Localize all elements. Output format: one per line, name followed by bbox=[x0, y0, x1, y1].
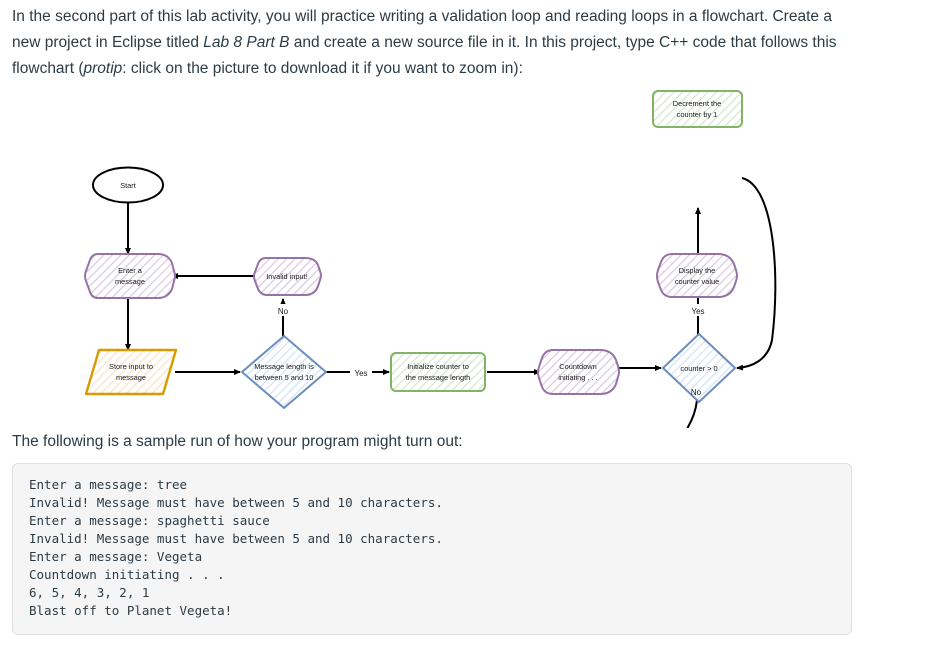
node-length-check-label-1: Message length is bbox=[254, 362, 314, 371]
node-display-counter-label-1: Display the bbox=[679, 266, 716, 275]
node-countdown-label-1: Countdown bbox=[559, 362, 596, 371]
node-display-counter[interactable]: Display the counter value bbox=[656, 253, 738, 298]
node-enter-message[interactable]: Enter a message bbox=[84, 253, 176, 299]
flowchart-image[interactable]: Start Enter a message Invalid input! Sto… bbox=[0, 78, 936, 428]
node-store-input-label-2: message bbox=[116, 373, 146, 382]
node-invalid-input-label: Invalid input! bbox=[266, 272, 308, 281]
output-line: Blast off to Planet Vegeta! bbox=[29, 603, 233, 618]
node-init-counter[interactable]: Initialize counter to the message length bbox=[390, 352, 486, 392]
node-decrement-counter[interactable]: Decrement the counter by 1 bbox=[652, 90, 743, 128]
node-invalid-input[interactable]: Invalid input! bbox=[253, 257, 322, 296]
node-length-check-label-2: between 5 and 10 bbox=[255, 373, 314, 382]
project-title-emphasis: Lab 8 Part B bbox=[203, 34, 290, 51]
edge-decrement-loop-back bbox=[736, 177, 777, 371]
output-line: Enter a message: tree bbox=[29, 477, 188, 492]
node-enter-message-label-1: Enter a bbox=[118, 266, 143, 275]
protip-emphasis: protip bbox=[83, 60, 123, 77]
output-line: Invalid! Message must have between 5 and… bbox=[29, 495, 443, 510]
node-store-input[interactable]: Store input to message bbox=[84, 348, 178, 396]
node-init-counter-label-2: the message length bbox=[406, 373, 471, 382]
edge-counter-no-to-blast bbox=[686, 399, 698, 428]
node-start-label: Start bbox=[120, 181, 136, 190]
node-counter-check[interactable]: counter > 0 bbox=[662, 333, 736, 403]
edge-label-no-invalid: No bbox=[278, 307, 289, 316]
intro-line-3b: : click on the picture to download it if… bbox=[122, 60, 523, 77]
edge-label-yes-counter: Yes bbox=[691, 307, 704, 316]
node-decrement-counter-label-2: counter by 1 bbox=[677, 110, 718, 119]
node-counter-check-label: counter > 0 bbox=[680, 364, 717, 373]
node-display-counter-label-2: counter value bbox=[675, 277, 719, 286]
intro-line-2a: a new project in Eclipse titled bbox=[12, 8, 832, 51]
output-line: 6, 5, 4, 3, 2, 1 bbox=[29, 585, 150, 600]
intro-line-2b: and create a new source file in it. In t… bbox=[289, 34, 809, 51]
node-countdown-label-2: initiating . . . bbox=[558, 373, 597, 382]
output-line: Enter a message: spaghetti sauce bbox=[29, 513, 270, 528]
node-enter-message-label-2: message bbox=[115, 277, 145, 286]
sample-output-block: Enter a message: tree Invalid! Message m… bbox=[12, 463, 852, 635]
node-store-input-label-1: Store input to bbox=[109, 362, 153, 371]
node-decrement-counter-label-1: Decrement the bbox=[673, 99, 721, 108]
node-length-check[interactable]: Message length is between 5 and 10 bbox=[241, 335, 327, 409]
node-countdown[interactable]: Countdown initiating . . . bbox=[537, 349, 620, 395]
intro-paragraph: In the second part of this lab activity,… bbox=[12, 4, 857, 82]
output-line: Enter a message: Vegeta bbox=[29, 549, 203, 564]
edge-label-yes-length: Yes bbox=[354, 369, 367, 378]
node-init-counter-label-1: Initialize counter to bbox=[407, 362, 469, 371]
intro-line-3a: this flowchart ( bbox=[12, 34, 837, 77]
sample-run-label: The following is a sample run of how you… bbox=[12, 433, 463, 450]
intro-line-1: In the second part of this lab activity,… bbox=[12, 8, 820, 25]
output-line: Countdown initiating . . . bbox=[29, 567, 225, 582]
output-line: Invalid! Message must have between 5 and… bbox=[29, 531, 443, 546]
node-start[interactable]: Start bbox=[92, 166, 164, 204]
edge-label-no-counter-visible: No bbox=[691, 388, 702, 397]
